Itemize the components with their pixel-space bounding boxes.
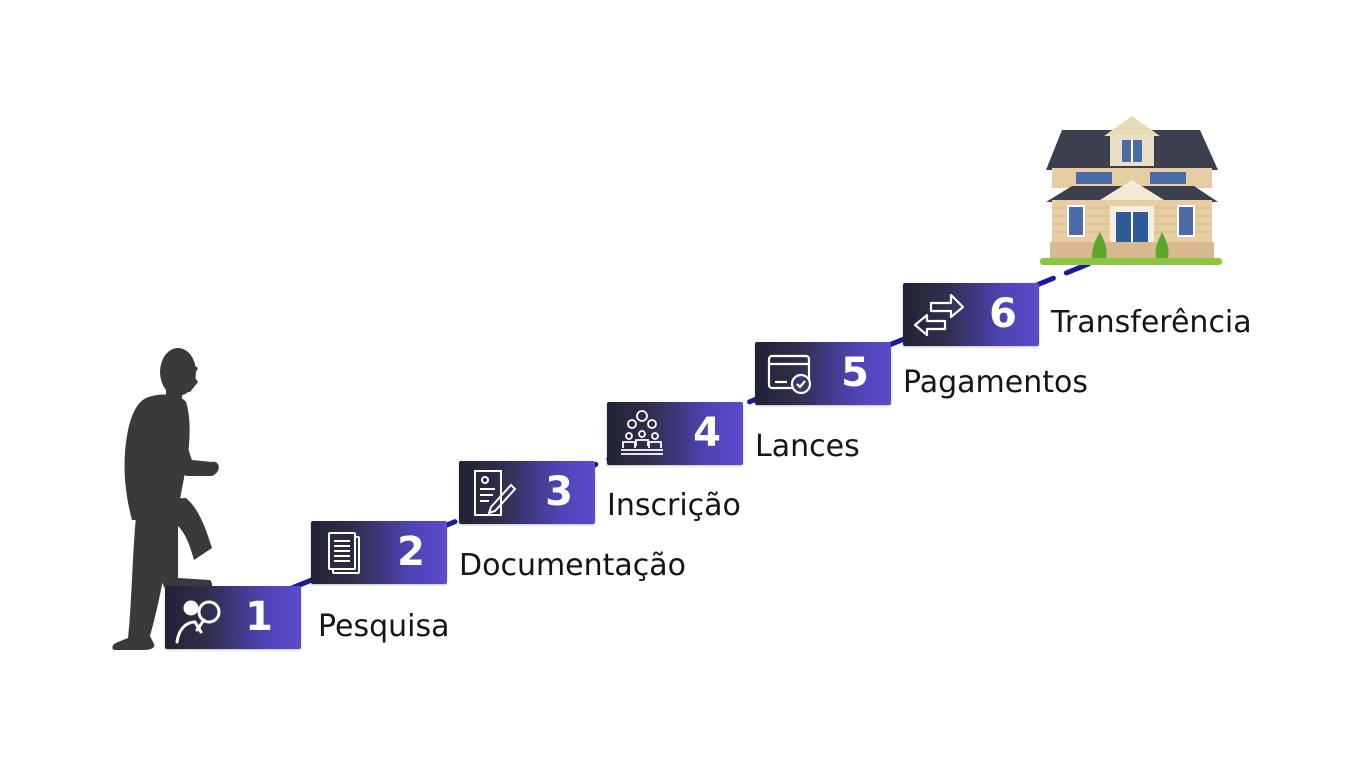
step-label-lances: Lances — [755, 429, 860, 464]
step-label-inscricao: Inscrição — [607, 488, 741, 523]
step-number: 2 — [397, 529, 425, 575]
step-box-1: 1 — [165, 586, 301, 649]
step-label-pesquisa: Pesquisa — [318, 609, 450, 644]
step-number: 5 — [841, 350, 869, 396]
form-pen-icon — [467, 467, 521, 519]
step-box-2: 2 — [311, 521, 447, 584]
step-box-4: 4 — [607, 402, 743, 465]
step-number: 1 — [245, 594, 273, 640]
step-number: 6 — [989, 291, 1017, 337]
card-check-icon — [763, 348, 817, 400]
step-label-documentacao: Documentação — [459, 548, 687, 583]
step-label-transferencia: Transferência — [1051, 305, 1252, 340]
step-box-5: 5 — [755, 342, 891, 405]
bidding-people-icon — [615, 408, 669, 460]
person-magnifier-icon — [173, 592, 227, 644]
step-number: 4 — [693, 410, 721, 456]
step-number: 3 — [545, 469, 573, 515]
step-label-pagamentos: Pagamentos — [903, 365, 1088, 400]
step-box-6: 6 — [903, 283, 1039, 346]
step-box-3: 3 — [459, 461, 595, 524]
documents-icon — [319, 527, 373, 579]
transfer-arrows-icon — [911, 289, 965, 341]
